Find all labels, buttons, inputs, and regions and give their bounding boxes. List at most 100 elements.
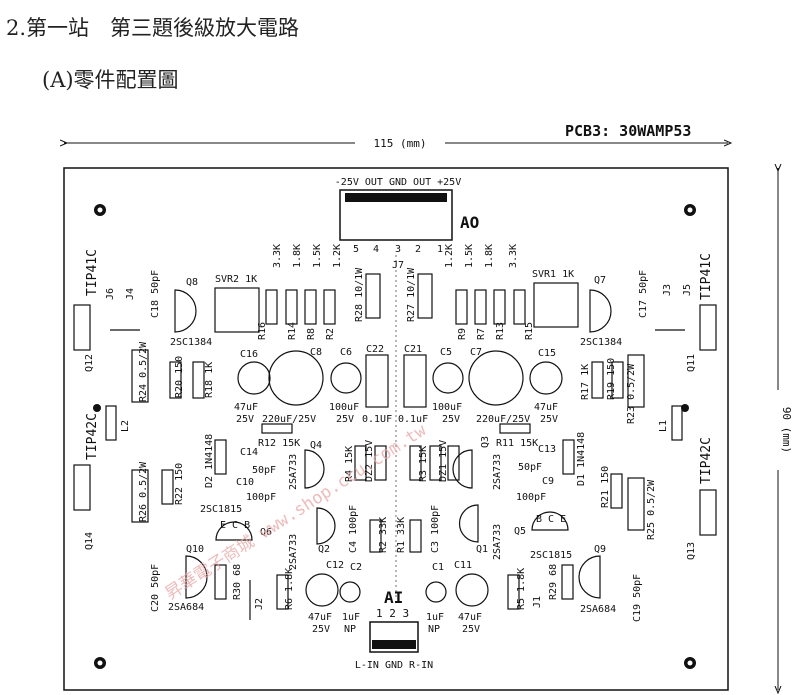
r30-label: R30 68 (232, 564, 243, 600)
c19-label: C19 50pF (632, 574, 643, 622)
q6-label: Q6 (260, 527, 272, 538)
left-channel (73, 273, 389, 620)
c2-label: C2 (350, 562, 362, 573)
r26-label: R26 0.5/2W (138, 461, 149, 522)
r23-label: R23 0.5/2W (626, 363, 637, 424)
r20-label: R20 150 (174, 356, 185, 398)
dz1-label: DZ1 15V (438, 440, 449, 482)
c3-label: C3 100pF (430, 505, 441, 553)
r7-label: R7 (476, 328, 487, 340)
sa733-right-1: 2SA733 (492, 454, 503, 490)
c12-label: C12 (326, 560, 344, 571)
r28-label: R28 10/1W (354, 267, 365, 322)
ai-label: AI (384, 588, 403, 607)
r-value-right-3: 1.8K (484, 244, 495, 268)
right-channel (403, 273, 717, 610)
q8-label: Q8 (186, 277, 198, 288)
cap-25v-right-2: 25V (442, 414, 460, 425)
r13-label: R13 (495, 322, 506, 340)
ao-pin-5: 5 (353, 244, 359, 255)
ao-connector (339, 189, 453, 241)
r19-label: R19 150 (606, 358, 617, 400)
pins-bce-right: B C E (536, 514, 566, 525)
q11-label: Q11 (686, 354, 697, 372)
r-value-4: 1.2K (332, 244, 343, 268)
j2-label: J2 (254, 598, 265, 610)
cap-47uf-right: 47uF (534, 402, 558, 413)
j4-label: J4 (125, 288, 136, 300)
cap-1uf-left: 1uF (342, 612, 360, 623)
sa684-right: 2SA684 (580, 604, 616, 615)
cap-25v-right: 25V (540, 414, 558, 425)
c15-label: C15 (538, 348, 556, 359)
c11-label: C11 (454, 560, 472, 571)
ai-pins: 1 2 3 (376, 607, 409, 620)
q14-label: Q14 (84, 532, 95, 550)
c13-label: C13 (538, 444, 556, 455)
cap-25v-left-3: 25V (312, 624, 330, 635)
right-labels: TIP41C TIP42C Q11 Q13 J5 J3 L1 C17 50pF … (398, 244, 714, 635)
np-left: NP (344, 624, 356, 635)
r24-label: R24 0.5/2W (138, 341, 149, 402)
r-value-1: 3.3K (272, 244, 283, 268)
r1-label: R1 33K (396, 517, 407, 553)
mounting-hole (93, 204, 696, 669)
pins-ecb-left: E C B (220, 520, 250, 531)
r21-label: R21 150 (600, 466, 611, 508)
r3-label: R3 15K (418, 446, 429, 482)
ao-pin-1: 1 (437, 244, 443, 255)
sc1384-right: 2SC1384 (580, 337, 622, 348)
sc1815-right: 2SC1815 (530, 550, 572, 561)
sc1384-left: 2SC1384 (170, 337, 212, 348)
cap-47uf-left: 47uF (234, 402, 258, 413)
c8-label: C8 (310, 347, 322, 358)
r12-label: R12 15K (258, 438, 300, 449)
cap-25v-right-3: 25V (462, 624, 480, 635)
c14-label: C14 (240, 447, 258, 458)
cap-100pf-left: 100pF (246, 492, 276, 503)
sc1815-left: 2SC1815 (200, 504, 242, 515)
cap-100uf-right: 100uF (432, 402, 462, 413)
l2-label: L2 (120, 420, 131, 432)
r27-label: R27 10/1W (406, 267, 417, 322)
q1-label: Q1 (476, 544, 488, 555)
r2-ref-label: R2 (325, 328, 336, 340)
q13-label: Q13 (686, 542, 697, 560)
cap-50pf-left: 50pF (252, 465, 276, 476)
j6-label: J6 (105, 288, 116, 300)
ao-label: AO (460, 213, 479, 232)
d2-label: D2 1N4148 (204, 434, 215, 488)
r18-label: R18 1K (204, 362, 215, 398)
cap-100uf-left: 100uF (329, 402, 359, 413)
r8-label: R8 (306, 328, 317, 340)
sa733-right-2: 2SA733 (492, 524, 503, 560)
r-value-2: 1.8K (292, 244, 303, 268)
r-value-right-4: 3.3K (508, 244, 519, 268)
j7-label: J7 (392, 260, 404, 271)
ao-pin-3: 3 (395, 244, 401, 255)
r-value-right-1: 1.2K (444, 244, 455, 268)
j3-label: J3 (662, 284, 673, 296)
tip42c-left: TIP42C (85, 413, 100, 460)
tip41c-right: TIP41C (699, 253, 714, 300)
height-dimension-label: 90 (mm) (780, 407, 793, 453)
cap-01uf-right: 0.1uF (398, 414, 428, 425)
r17-label: R17 1K (580, 364, 591, 400)
ao-pin-2: 2 (415, 244, 421, 255)
r-value-right-2: 1.5K (464, 244, 475, 268)
cap-220uf-right: 220uF/25V (476, 414, 530, 425)
c4-label: C4 100pF (348, 505, 359, 553)
q10-label: Q10 (186, 544, 204, 555)
c10-label: C10 (236, 477, 254, 488)
svr2-label: SVR2 1K (215, 274, 257, 285)
r14-label: R14 (287, 322, 298, 340)
c9-label: C9 (542, 476, 554, 487)
c7-label: C7 (470, 347, 482, 358)
cap-25v-left-2: 25V (336, 414, 354, 425)
top-connector-label: -25V OUT GND OUT +25V (335, 177, 461, 188)
l1-label: L1 (658, 420, 669, 432)
tip42c-right: TIP42C (699, 437, 714, 484)
q9-label: Q9 (594, 544, 606, 555)
r16-label: R16 (257, 322, 268, 340)
